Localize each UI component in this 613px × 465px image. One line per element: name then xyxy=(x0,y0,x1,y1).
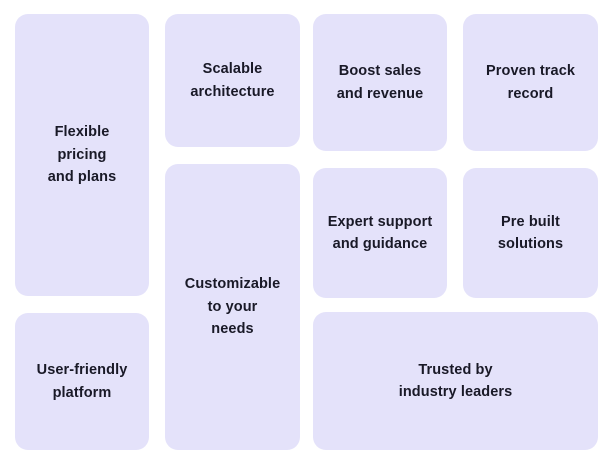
card-scalable-architecture[interactable]: Scalable architecture xyxy=(165,14,300,147)
card-proven-track-record[interactable]: Proven track record xyxy=(463,14,598,151)
card-label-proven-track-record: Proven track record xyxy=(485,63,576,102)
card-label-scalable-architecture: Scalable architecture xyxy=(190,61,275,100)
card-label-trusted-by-industry-leaders: Trusted by industry leaders xyxy=(398,361,513,400)
card-boost-sales-and-revenue[interactable]: Boost sales and revenue xyxy=(313,14,447,151)
card-trusted-by-industry-leaders[interactable]: Trusted by industry leaders xyxy=(313,312,598,450)
card-pre-built-solutions[interactable]: Pre built solutions xyxy=(463,168,598,298)
card-flexible-pricing-and-plans[interactable]: Flexible pricing and plans xyxy=(15,14,149,296)
card-customizable-to-your-needs[interactable]: Customizable to your needs xyxy=(165,164,300,450)
card-label-flexible-pricing-and-plans: Flexible pricing and plans xyxy=(47,124,117,186)
card-expert-support-and-guidance[interactable]: Expert support and guidance xyxy=(313,168,447,298)
card-label-expert-support-and-guidance: Expert support and guidance xyxy=(327,213,433,252)
card-label-customizable-to-your-needs: Customizable to your needs xyxy=(184,276,281,338)
card-label-pre-built-solutions: Pre built solutions xyxy=(497,213,564,252)
card-label-boost-sales-and-revenue: Boost sales and revenue xyxy=(336,63,424,102)
card-user-friendly-platform[interactable]: User-friendly platform xyxy=(15,313,149,450)
card-label-user-friendly-platform: User-friendly platform xyxy=(36,362,128,401)
